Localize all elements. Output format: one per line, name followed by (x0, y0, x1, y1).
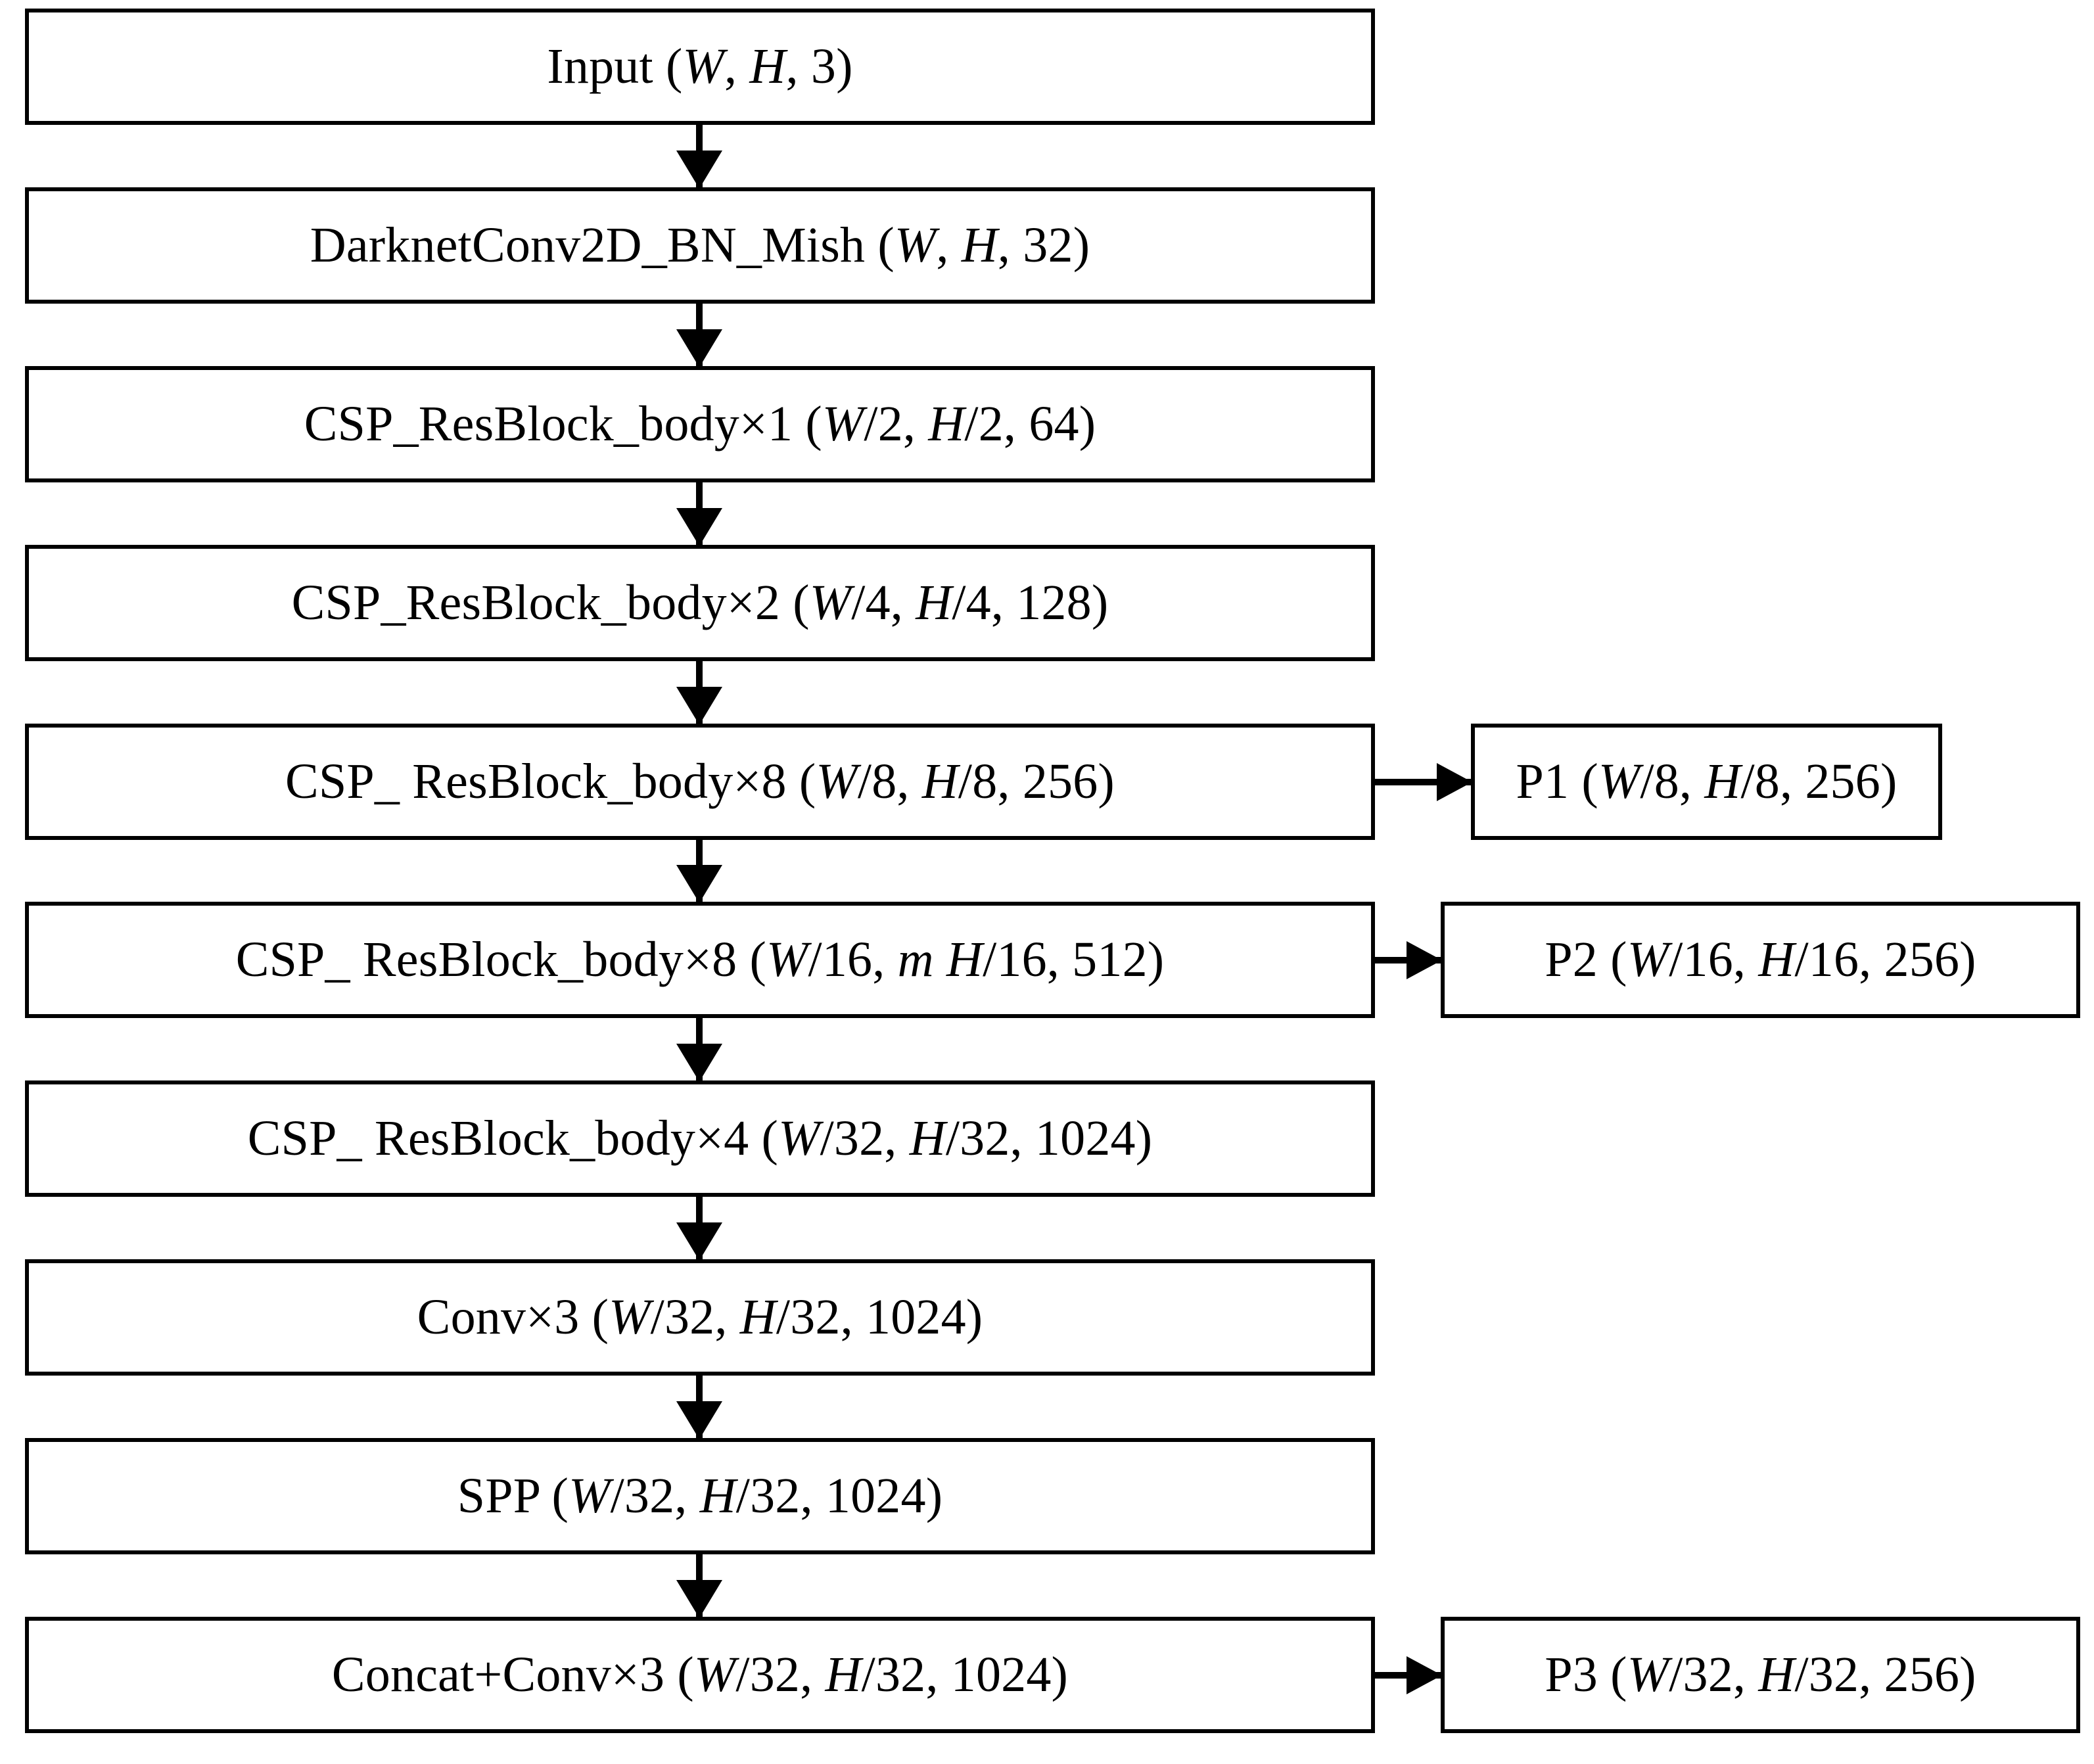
node-csp-resblock-body-x8-a[interactable]: CSP_ ResBlock_body×8 (W/8, H/8, 256) (25, 724, 1375, 840)
node-csp-resblock-body-x1-label: CSP_ResBlock_body×1 (W/2, H/2, 64) (304, 396, 1096, 452)
arrowhead-right-icon (1437, 762, 1472, 801)
arrowhead-down-icon (676, 508, 722, 546)
node-csp-resblock-body-x8-a-label: CSP_ ResBlock_body×8 (W/8, H/8, 256) (285, 753, 1115, 809)
arrowhead-down-icon (676, 1580, 722, 1618)
edge-csp2-to-csp3 (676, 661, 722, 725)
edge-csp4-to-csp5 (676, 1018, 722, 1082)
arrowhead-down-icon (676, 1222, 722, 1261)
edge-spp-to-concat (676, 1554, 722, 1618)
arrowhead-right-icon (1407, 940, 1442, 979)
node-p2-label: P2 (W/16, H/16, 256) (1545, 931, 1976, 987)
edge-csp3-to-p1 (1375, 762, 1472, 801)
edge-concat-to-p3 (1375, 1656, 1442, 1694)
node-concat-conv-x3-label: Concat+Conv×3 (W/32, H/32, 1024) (331, 1646, 1069, 1702)
node-p3[interactable]: P3 (W/32, H/32, 256) (1441, 1617, 2080, 1733)
node-spp-label: SPP (W/32, H/32, 1024) (457, 1468, 943, 1523)
edge-csp1-to-csp2 (676, 482, 722, 546)
edge-csp3-to-csp4 (676, 840, 722, 903)
node-csp-resblock-body-x8-b[interactable]: CSP_ ResBlock_body×8 (W/16, m H/16, 512) (25, 902, 1375, 1018)
node-spp[interactable]: SPP (W/32, H/32, 1024) (25, 1438, 1375, 1554)
edge-darknetconv-to-csp1 (676, 304, 722, 367)
node-darknetconv2d-bn-mish[interactable]: DarknetConv2D_BN_Mish (W, H, 32) (25, 187, 1375, 304)
edge-csp5-to-conv3 (676, 1197, 722, 1261)
node-csp-resblock-body-x8-b-label: CSP_ ResBlock_body×8 (W/16, m H/16, 512) (235, 931, 1165, 987)
node-input[interactable]: Input (W, H, 3) (25, 9, 1375, 125)
arrowhead-down-icon (676, 687, 722, 725)
edge-input-to-darknetconv (676, 125, 722, 189)
node-p1-label: P1 (W/8, H/8, 256) (1516, 753, 1897, 809)
arrowhead-right-icon (1407, 1656, 1442, 1694)
node-csp-resblock-body-x1[interactable]: CSP_ResBlock_body×1 (W/2, H/2, 64) (25, 366, 1375, 482)
node-conv-x3-label: Conv×3 (W/32, H/32, 1024) (417, 1289, 983, 1345)
node-csp-resblock-body-x2[interactable]: CSP_ResBlock_body×2 (W/4, H/4, 128) (25, 545, 1375, 661)
node-csp-resblock-body-x4-label: CSP_ ResBlock_body×4 (W/32, H/32, 1024) (247, 1110, 1153, 1166)
arrowhead-down-icon (676, 865, 722, 903)
edge-csp4-to-p2 (1375, 940, 1442, 979)
node-p2[interactable]: P2 (W/16, H/16, 256) (1441, 902, 2080, 1018)
node-p1[interactable]: P1 (W/8, H/8, 256) (1471, 724, 1942, 840)
node-csp-resblock-body-x4[interactable]: CSP_ ResBlock_body×4 (W/32, H/32, 1024) (25, 1080, 1375, 1197)
arrowhead-down-icon (676, 151, 722, 189)
edge-conv3-to-spp (676, 1376, 722, 1439)
arrowhead-down-icon (676, 1401, 722, 1439)
node-csp-resblock-body-x2-label: CSP_ResBlock_body×2 (W/4, H/4, 128) (291, 574, 1109, 630)
node-input-label: Input (W, H, 3) (547, 38, 853, 94)
arrowhead-down-icon (676, 1044, 722, 1082)
node-concat-conv-x3[interactable]: Concat+Conv×3 (W/32, H/32, 1024) (25, 1617, 1375, 1733)
node-conv-x3[interactable]: Conv×3 (W/32, H/32, 1024) (25, 1259, 1375, 1376)
node-darknetconv2d-bn-mish-label: DarknetConv2D_BN_Mish (W, H, 32) (310, 217, 1090, 273)
node-p3-label: P3 (W/32, H/32, 256) (1545, 1646, 1976, 1702)
arrowhead-down-icon (676, 329, 722, 367)
